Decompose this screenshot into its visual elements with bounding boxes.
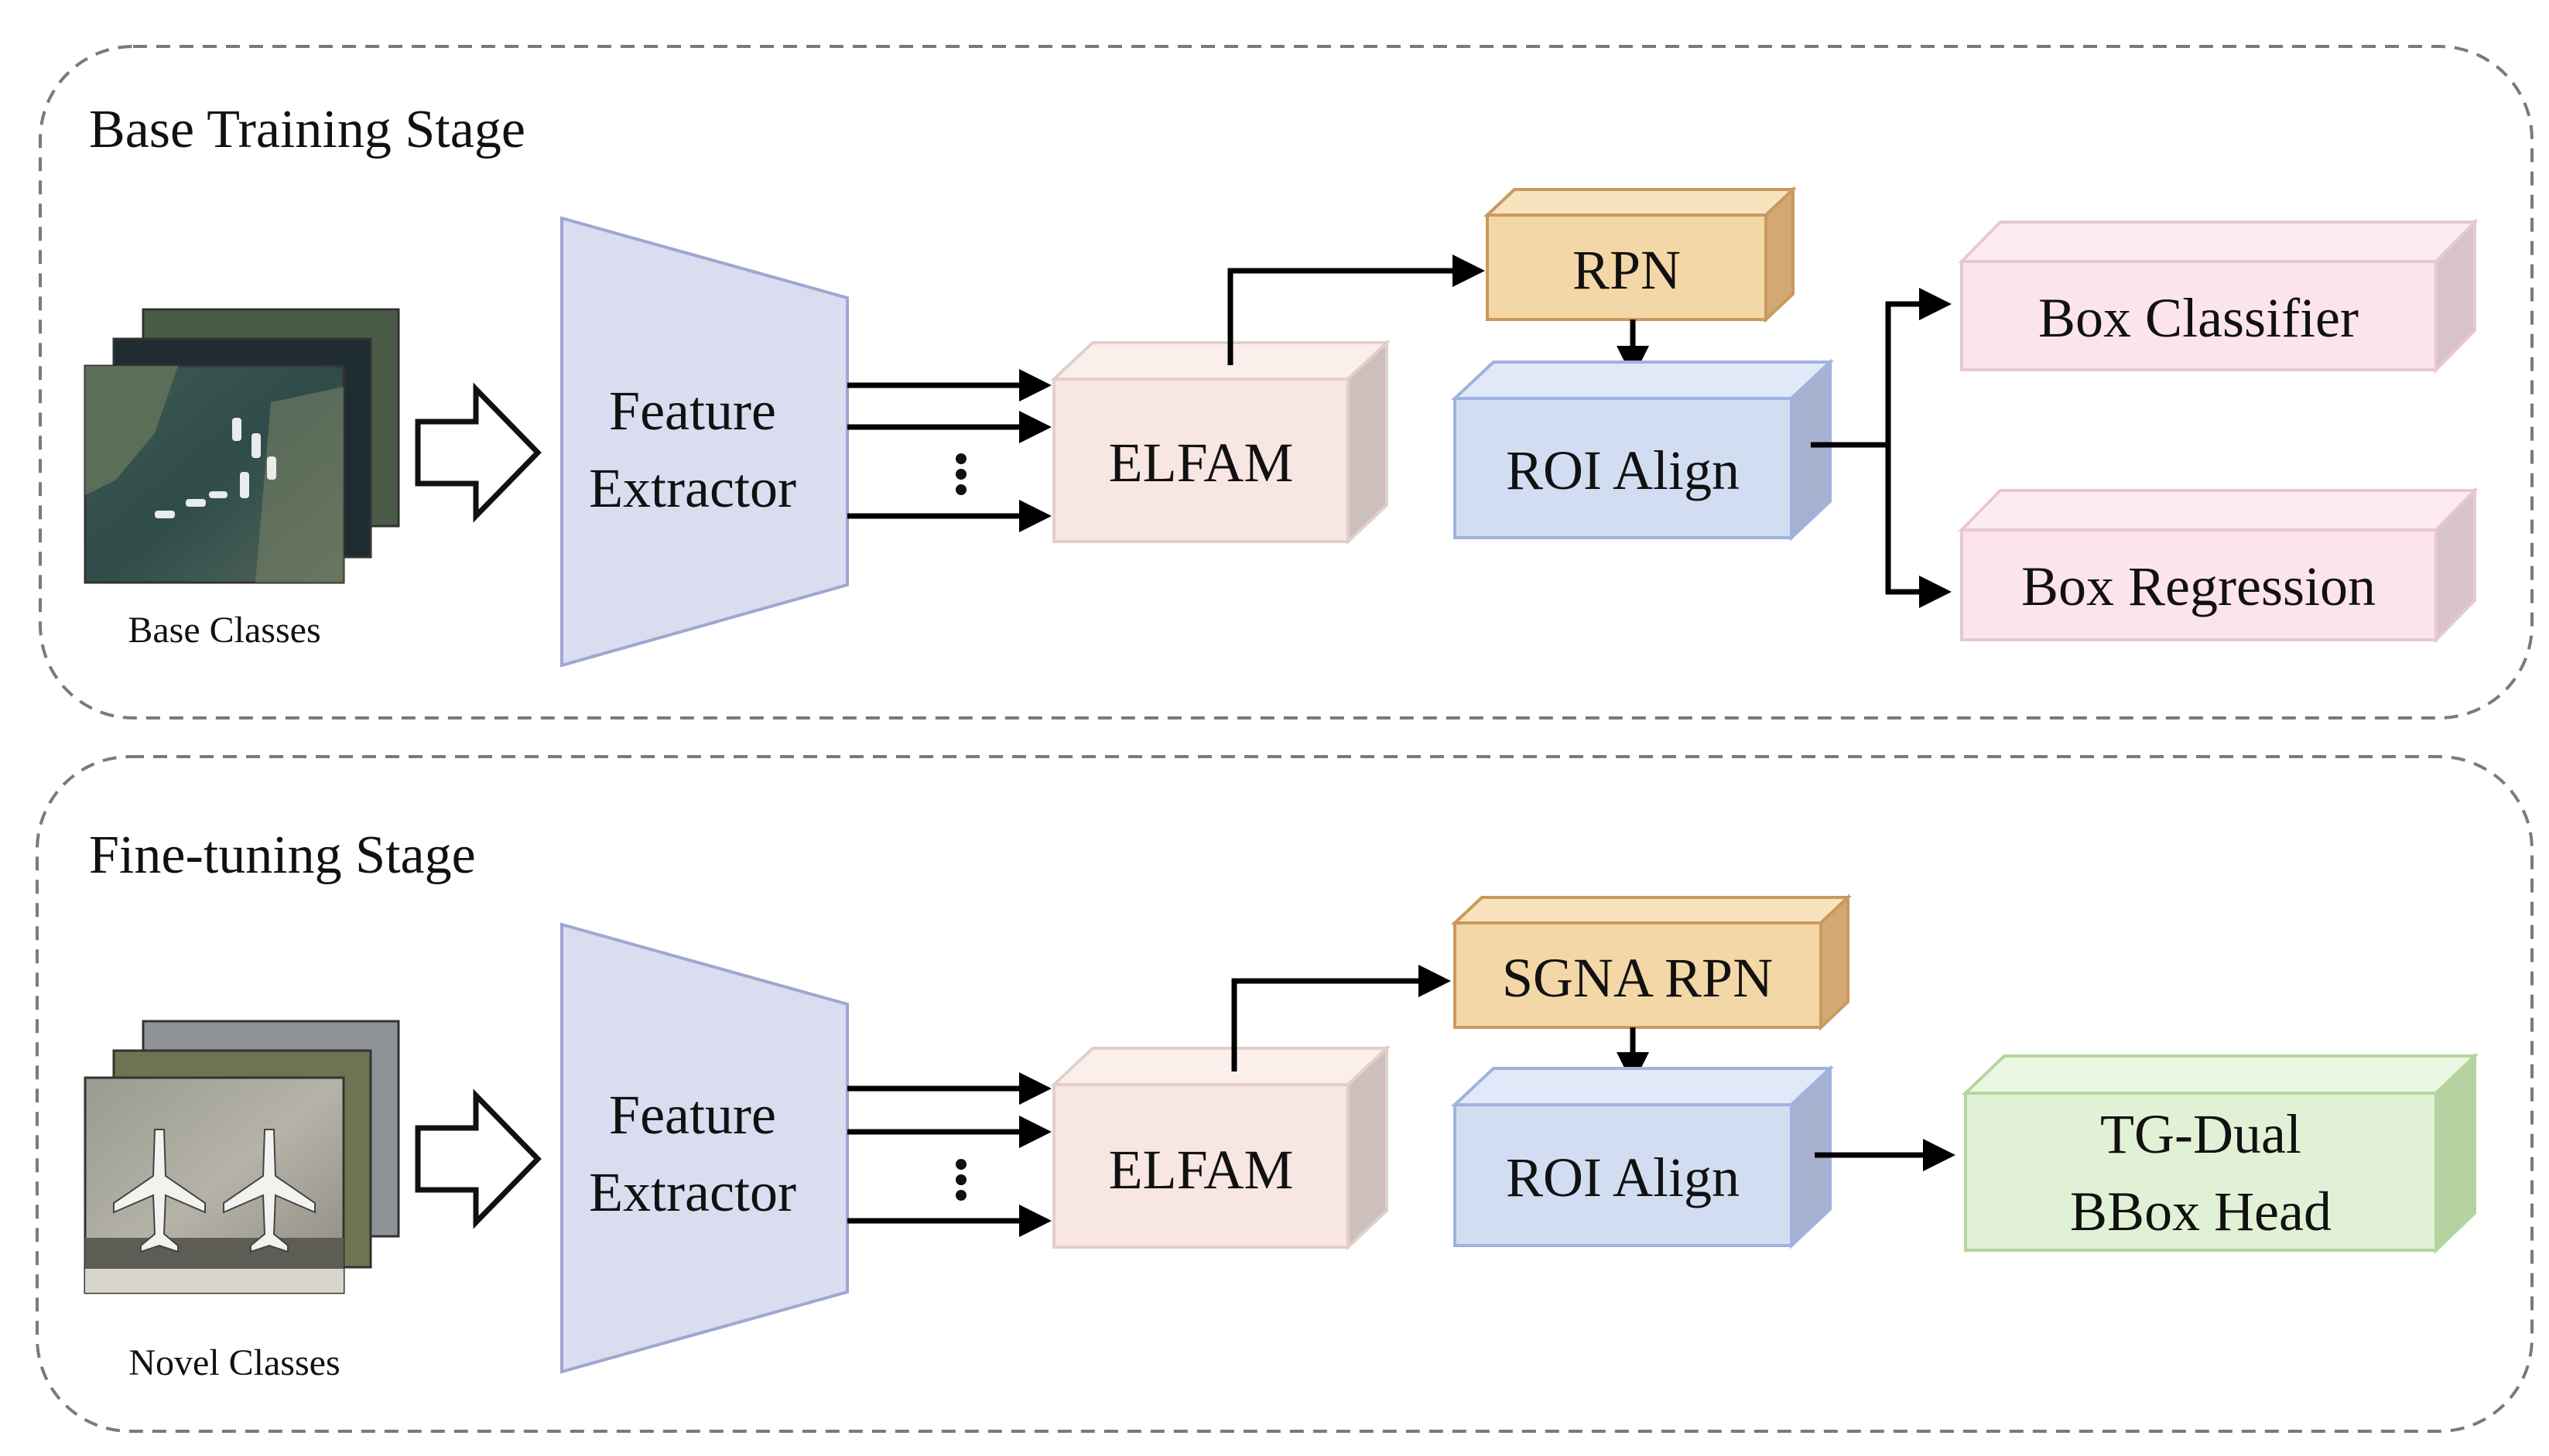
roi-align-block: ROI Align bbox=[1450, 1065, 1835, 1249]
ellipsis-dots bbox=[956, 453, 967, 495]
tg-dual-label-2: BBox Head bbox=[2070, 1181, 2332, 1242]
images-caption: Base Classes bbox=[128, 610, 320, 651]
elfam-block: ELFAM bbox=[1049, 339, 1391, 545]
feature-extractor bbox=[560, 216, 849, 668]
box-classifier-label: Box Classifier bbox=[2038, 287, 2359, 349]
roi-align-block: ROI Align bbox=[1450, 358, 1835, 542]
elfam-label: ELFAM bbox=[1109, 1139, 1294, 1201]
stage-title: Fine-tuning Stage bbox=[89, 825, 476, 885]
base-image-stack bbox=[84, 308, 400, 584]
elfam-label: ELFAM bbox=[1109, 432, 1294, 494]
images-caption: Novel Classes bbox=[128, 1342, 340, 1383]
hollow-arrow-icon bbox=[415, 1089, 542, 1229]
feature-extractor-label-2: Extractor bbox=[589, 1161, 796, 1223]
box-classifier-block: Box Classifier bbox=[1958, 218, 2479, 374]
rpn-label: RPN bbox=[1572, 239, 1681, 301]
feature-extractor-label-1: Feature bbox=[609, 1084, 776, 1146]
feature-extractor-label-2: Extractor bbox=[589, 457, 796, 519]
ellipsis-dots bbox=[956, 1159, 967, 1201]
sgna-rpn-label: SGNA RPN bbox=[1502, 947, 1773, 1009]
box-regression-block: Box Regression bbox=[1958, 487, 2479, 644]
base-training-stage: Base Training Stage Base Classes Feature bbox=[39, 45, 2534, 719]
roi-align-label: ROI Align bbox=[1506, 1147, 1740, 1208]
rpn-block: RPN bbox=[1483, 186, 1798, 323]
tg-dual-bbox-head-block: TG-Dual BBox Head bbox=[1962, 1052, 2479, 1254]
stage-frame bbox=[36, 755, 2534, 1433]
hollow-arrow-icon bbox=[415, 382, 542, 523]
stage-title: Base Training Stage bbox=[89, 100, 525, 159]
sgna-rpn-block: SGNA RPN bbox=[1450, 894, 1853, 1031]
elfam-block: ELFAM bbox=[1049, 1044, 1391, 1251]
tg-dual-label-1: TG-Dual bbox=[2100, 1103, 2301, 1165]
fine-tuning-stage: Fine-tuning Stage Novel Classes Feature … bbox=[36, 755, 2534, 1433]
novel-image-stack bbox=[84, 1020, 400, 1294]
feature-extractor bbox=[560, 922, 849, 1374]
box-regression-label: Box Regression bbox=[2021, 555, 2376, 617]
roi-align-label: ROI Align bbox=[1506, 439, 1740, 501]
stage-frame bbox=[39, 45, 2534, 719]
feature-extractor-label-1: Feature bbox=[609, 380, 776, 442]
